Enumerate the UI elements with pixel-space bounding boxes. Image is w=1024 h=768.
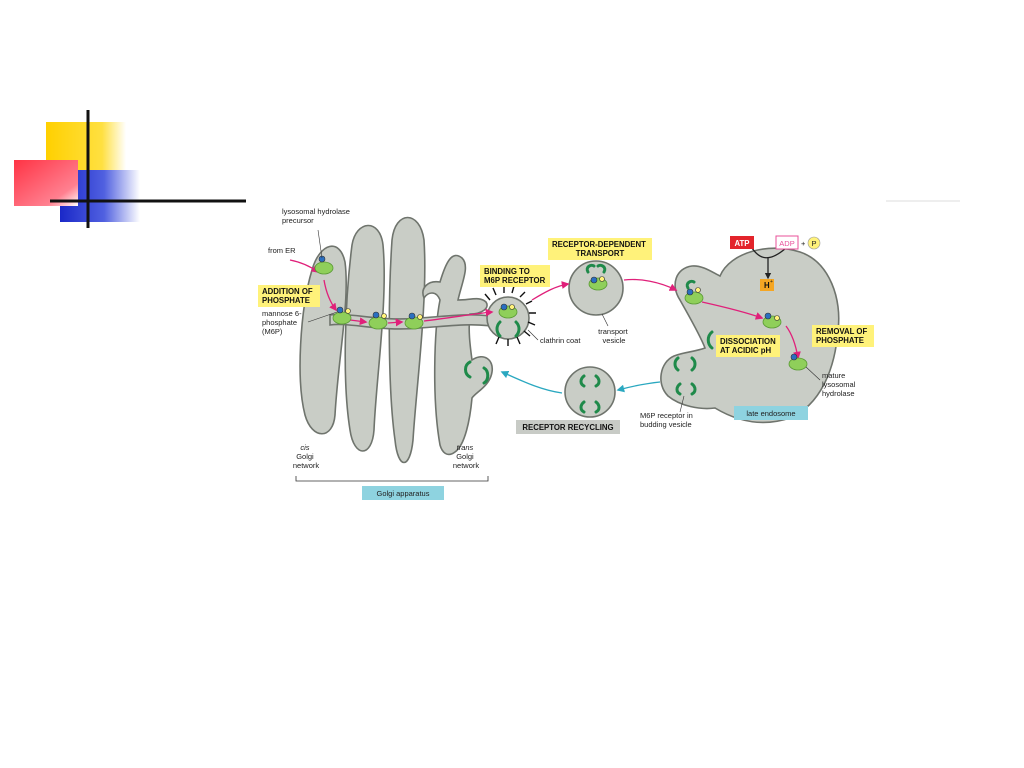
receptor-endosome-dissociated [706, 330, 714, 350]
leader-clathrin [527, 329, 539, 341]
badge-removal-bg [812, 325, 874, 347]
label-clathrin-coat: clathrin coat [540, 336, 581, 345]
leader-m6p [307, 311, 338, 323]
atp-reaction-arrow [751, 247, 787, 259]
receptor-tgn-2 [514, 320, 521, 338]
hydrolase-phosphorylated-2 [368, 316, 388, 330]
hydrolase-phosphorylated-1 [332, 311, 352, 325]
label-m6p-budding: M6P receptor in budding vesicle [640, 411, 695, 429]
label-m6p: mannose 6- phosphate (M6P) [262, 309, 304, 336]
label-removal: REMOVAL OF PHOSPHATE [816, 327, 869, 345]
arrow-dissociation [701, 301, 764, 320]
arrow-recycling-to-golgi [500, 370, 563, 394]
label-receptor-dependent: RECEPTOR-DEPENDENT TRANSPORT [552, 240, 648, 258]
label-from-er: from ER [268, 246, 296, 255]
clathrin-coat-spikes [484, 285, 536, 346]
label-cis-golgi: cis Golgi network [293, 443, 320, 470]
label-receptor-recycling: RECEPTOR RECYCLING [522, 423, 613, 432]
m6p-markers [318, 255, 798, 361]
receptor-tgn-1 [495, 320, 502, 338]
arrow-to-medial [349, 317, 368, 326]
badge-golgi-apparatus-bg [362, 486, 444, 500]
badge-late-endosome-bg [734, 406, 808, 420]
receptor-transport-vesicle [585, 263, 607, 274]
badge-h-plus [760, 279, 774, 291]
badge-addition-phosphate-bg [258, 285, 320, 307]
badge-binding-bg [480, 265, 550, 287]
golgi-bracket [295, 476, 489, 482]
label-dissociation: DISSOCIATION AT ACIDIC pH [720, 337, 778, 355]
transport-arrows [289, 247, 801, 394]
label-h-plus: H [764, 281, 770, 290]
label-plus: + [801, 239, 806, 248]
arrow-to-transport-vesicle [531, 281, 570, 301]
badge-receptor-recycling-bg [516, 420, 620, 434]
leader-mature [805, 366, 821, 381]
badge-atp [730, 236, 754, 249]
receptor-recycling-vesicle [579, 374, 601, 414]
trans-cisterna [422, 254, 494, 456]
label-binding: BINDING TO M6P RECEPTOR [484, 267, 546, 285]
label-mature-hydrolase: mature lysosomal hydrolase [822, 371, 857, 398]
arrow-recycling-to-vesicle [616, 381, 661, 393]
arrow-to-endosome [623, 278, 678, 291]
badge-adp [775, 235, 799, 250]
badge-receptor-dependent-bg [548, 238, 652, 260]
label-h-plus-sign: + [770, 279, 773, 285]
badge-pi [807, 236, 821, 250]
receptor-golgi-branch [464, 360, 490, 385]
arrow-removal [785, 325, 801, 360]
recycling-vesicle [564, 366, 616, 418]
label-atp: ATP [734, 239, 749, 248]
label-addition-phosphate: ADDITION OF PHOSPHATE [262, 287, 315, 305]
leader-transport-vesicle [601, 313, 609, 327]
label-pi: P [811, 239, 816, 248]
arrow-phosphorylation [323, 279, 337, 312]
receptor-endosome-top [685, 279, 696, 290]
label-hydrolase-precursor: lysosomal hydrolase precursor [282, 207, 352, 225]
receptor-budding-vesicle [673, 356, 697, 396]
badge-dissociation-bg [716, 335, 780, 357]
hydrolase-precursor-protein [314, 261, 334, 275]
label-late-endosome: late endosome [746, 409, 795, 418]
arrow-to-trans [387, 318, 404, 327]
label-transport-vesicle: transport vesicle [598, 327, 630, 345]
medial-cisterna-2 [388, 216, 426, 464]
leader-precursor [317, 229, 323, 259]
slide-decoration [14, 110, 246, 228]
golgi-apparatus [299, 216, 530, 464]
mature-hydrolase-protein [788, 357, 808, 371]
arrow-to-tgn [423, 308, 494, 322]
medial-cisterna-1 [344, 224, 385, 452]
deco-red-square [14, 160, 78, 206]
label-adp: ADP [779, 239, 794, 248]
label-golgi-apparatus: Golgi apparatus [377, 489, 430, 498]
m6p-receptors [464, 263, 714, 414]
leader-budding [679, 395, 685, 413]
label-trans-golgi: trans Golgi network [453, 443, 480, 470]
